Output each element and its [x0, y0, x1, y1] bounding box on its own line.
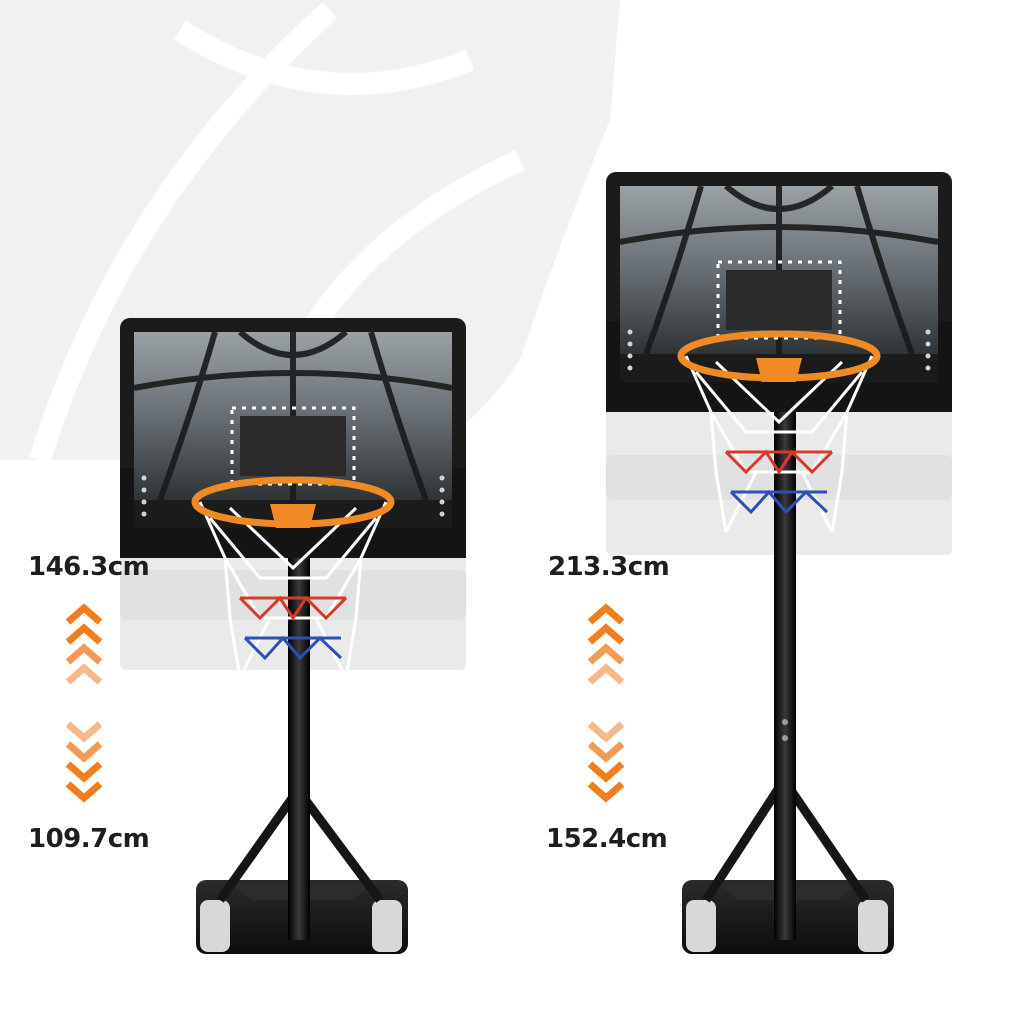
chevron-up-icon: [65, 603, 103, 625]
left-hoop: [120, 318, 466, 954]
right-hoop-pole: [774, 400, 796, 940]
right-hoop-braces: [702, 777, 870, 903]
chevron-down-icon: [587, 721, 625, 743]
left-up-arrows: [64, 602, 104, 702]
chevron-down-icon: [65, 721, 103, 743]
right-up-arrows: [586, 602, 626, 702]
left-hoop-pole: [288, 540, 310, 940]
chevron-up-icon: [65, 643, 103, 665]
left-down-arrows: [64, 720, 104, 820]
chevron-down-icon: [587, 781, 625, 803]
chevron-up-icon: [587, 663, 625, 685]
chevron-down-icon: [587, 761, 625, 783]
chevron-up-icon: [65, 623, 103, 645]
left-min-height-label: 109.7cm: [28, 824, 150, 854]
left-hoop-braces: [216, 787, 384, 903]
chevron-up-icon: [587, 643, 625, 665]
right-down-arrows: [586, 720, 626, 820]
chevron-up-icon: [587, 623, 625, 645]
right-max-height-label: 213.3cm: [548, 552, 670, 582]
chevron-down-icon: [65, 741, 103, 763]
chevron-down-icon: [587, 741, 625, 763]
chevron-up-icon: [587, 603, 625, 625]
left-max-height-label: 146.3cm: [28, 552, 150, 582]
right-min-height-label: 152.4cm: [546, 824, 668, 854]
chevron-down-icon: [65, 761, 103, 783]
right-hoop-pole-buttons: [782, 719, 788, 741]
chevron-down-icon: [65, 781, 103, 803]
right-hoop: [606, 172, 952, 954]
chevron-up-icon: [65, 663, 103, 685]
